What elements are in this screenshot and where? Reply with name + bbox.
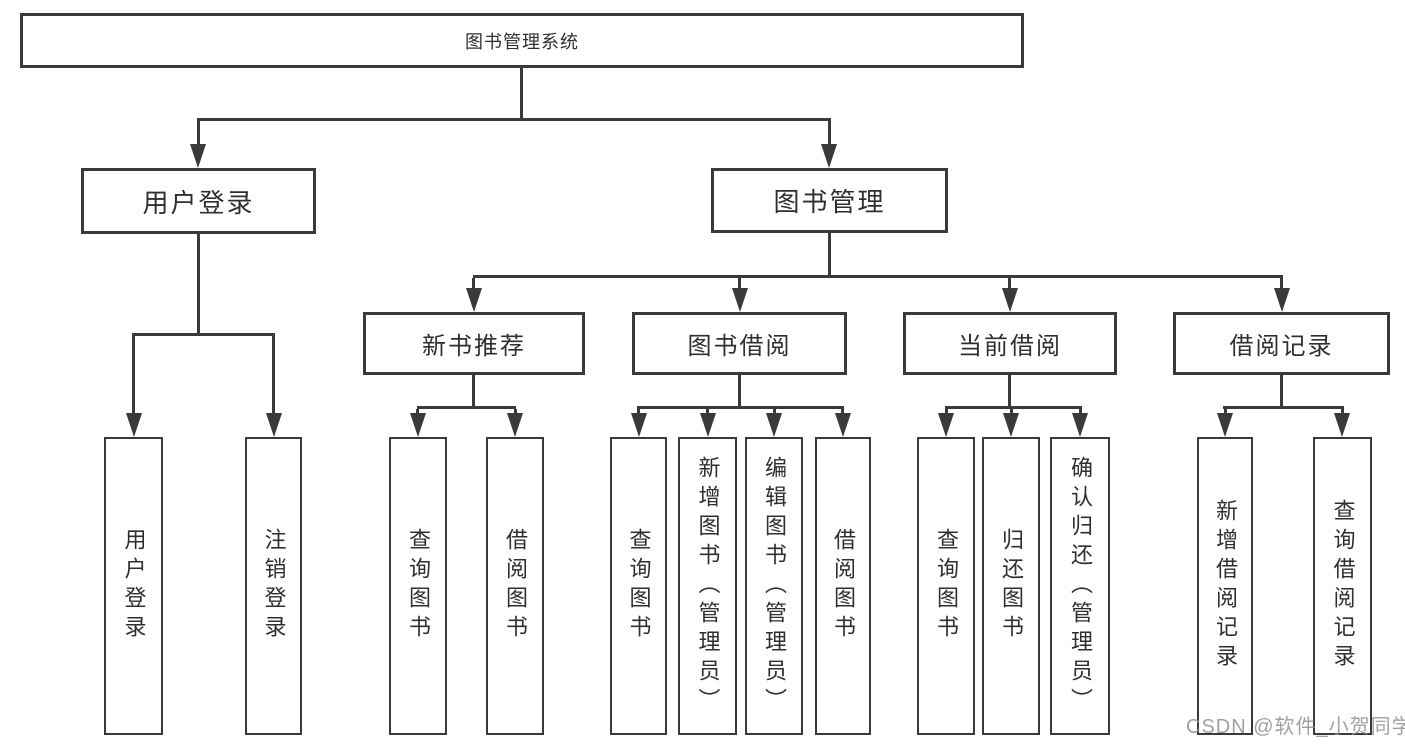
arrowhead — [938, 413, 954, 437]
arrowhead-book-borrow — [732, 288, 748, 312]
node-book-borrow: 图书借阅 — [632, 312, 847, 375]
node-label: 新书推荐 — [422, 333, 526, 360]
connector-currentborrow-stem — [1008, 375, 1011, 409]
arrowhead-leaf-logout — [266, 413, 282, 437]
arrowhead-current-borrow — [1002, 288, 1018, 312]
connector-bookborrow-stem — [738, 375, 741, 409]
leaf-label: 查询图书 — [406, 528, 431, 644]
arrowhead — [1217, 413, 1233, 437]
connector-drop — [841, 409, 844, 414]
leaf-query-books-current: 查询图书 — [917, 437, 975, 735]
node-label: 当前借阅 — [958, 333, 1062, 360]
leaf-borrow-books-recommend: 借阅图书 — [486, 437, 544, 735]
leaf-query-books-borrow: 查询图书 — [610, 437, 667, 735]
connector-drop — [1079, 409, 1082, 414]
node-label: 用户登录 — [142, 187, 255, 218]
connector-bookmgmt-bar — [473, 275, 1283, 278]
leaf-confirm-return-admin: 确认归还（管理员） — [1050, 437, 1110, 735]
leaf-add-books-admin: 新增图书（管理员） — [678, 437, 737, 735]
connector-bookmgmt-stem — [828, 233, 831, 278]
arrowhead — [766, 413, 782, 437]
leaf-logout: 注销登录 — [245, 437, 302, 735]
arrowhead — [1334, 413, 1350, 437]
connector-userlogin-stem — [197, 234, 200, 336]
arrowhead — [410, 413, 426, 437]
connector-drop — [1224, 409, 1227, 414]
leaf-label: 查询图书 — [626, 528, 652, 644]
leaf-add-borrow-record: 新增借阅记录 — [1197, 437, 1253, 735]
leaf-label: 新增图书（管理员） — [695, 455, 721, 717]
node-current-borrow: 当前借阅 — [903, 312, 1117, 375]
connector-drop-leaf-logout — [272, 336, 275, 415]
connector-bookborrow-bar — [637, 406, 844, 409]
node-label: 图书管理系统 — [465, 31, 579, 52]
leaf-return-books: 归还图书 — [982, 437, 1040, 735]
arrowhead — [1003, 413, 1019, 437]
leaf-label: 归还图书 — [999, 528, 1024, 644]
arrowhead — [1072, 413, 1088, 437]
node-label: 借阅记录 — [1229, 333, 1334, 360]
connector-drop — [706, 409, 709, 414]
connector-drop-book-management — [828, 121, 831, 147]
connector-userlogin-bar — [132, 333, 275, 336]
node-borrow-records: 借阅记录 — [1173, 312, 1390, 375]
connector-newbook-bar — [417, 406, 516, 409]
leaf-label: 借阅图书 — [831, 528, 856, 644]
connector-drop-leaf-login — [132, 336, 135, 415]
leaf-query-books-recommend: 查询图书 — [389, 437, 447, 735]
arrowhead — [507, 413, 523, 437]
arrowhead — [700, 413, 716, 437]
connector-root-stem — [520, 68, 523, 121]
connector-newbook-stem — [472, 375, 475, 409]
arrowhead — [835, 413, 851, 437]
leaf-label: 用户登录 — [121, 528, 147, 644]
connector-drop-user-login — [197, 121, 200, 147]
leaf-edit-books-admin: 编辑图书（管理员） — [745, 437, 803, 735]
leaf-label: 确认归还（管理员） — [1068, 455, 1093, 717]
arrowhead-leaf-login — [126, 413, 142, 437]
arrowhead-new-book — [466, 288, 482, 312]
arrowhead-book-management — [821, 144, 837, 168]
leaf-label: 查询图书 — [934, 528, 959, 644]
connector-drop — [416, 409, 419, 414]
node-label: 图书管理 — [773, 187, 886, 217]
connector-drop-current-borrow — [1008, 278, 1011, 290]
node-user-login: 用户登录 — [81, 168, 316, 234]
connector-drop-borrow-records — [1280, 278, 1283, 290]
leaf-label: 新增借阅记录 — [1213, 499, 1238, 673]
leaf-label: 注销登录 — [261, 528, 287, 644]
node-new-book-recommend: 新书推荐 — [363, 312, 585, 375]
arrowhead-borrow-records — [1274, 288, 1290, 312]
leaf-user-login: 用户登录 — [104, 437, 163, 735]
connector-borrowrecords-stem — [1280, 375, 1283, 409]
connector-drop — [514, 409, 517, 414]
node-book-management: 图书管理 — [711, 168, 948, 233]
node-library-system: 图书管理系统 — [20, 13, 1024, 68]
connector-drop — [1010, 409, 1013, 414]
node-label: 图书借阅 — [687, 333, 792, 360]
connector-borrowrecords-bar — [1223, 406, 1344, 409]
connector-root-bar — [197, 118, 831, 121]
leaf-query-borrow-record: 查询借阅记录 — [1313, 437, 1372, 735]
connector-drop — [1341, 409, 1344, 414]
connector-drop — [773, 409, 776, 414]
connector-currentborrow-bar — [945, 406, 1082, 409]
connector-drop-book-borrow — [738, 278, 741, 290]
arrowhead — [631, 413, 647, 437]
leaf-borrow-books: 借阅图书 — [815, 437, 871, 735]
connector-drop — [945, 409, 948, 414]
connector-drop — [637, 409, 640, 414]
connector-drop-new-book — [472, 278, 475, 290]
arrowhead-user-login — [190, 144, 206, 168]
leaf-label: 编辑图书（管理员） — [762, 455, 787, 717]
leaf-label: 查询借阅记录 — [1330, 499, 1356, 673]
leaf-label: 借阅图书 — [503, 528, 528, 644]
